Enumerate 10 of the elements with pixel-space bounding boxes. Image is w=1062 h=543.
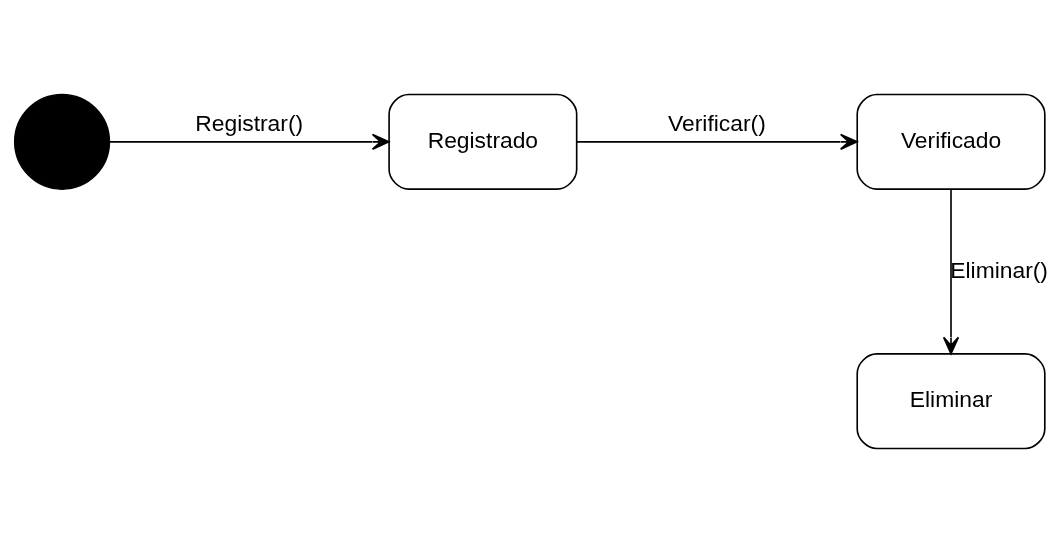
node-box: Registrado (388, 93, 578, 190)
node-circle (13, 93, 111, 190)
arrow (942, 188, 960, 355)
edge-label: Verificar() (668, 109, 766, 136)
edge-label: Registrar() (195, 109, 304, 136)
arrow (576, 133, 858, 150)
node-box: Verificado (856, 93, 1046, 190)
arrow (108, 133, 390, 150)
edge-label: Eliminar() (950, 256, 1048, 283)
node-box: Eliminar (856, 353, 1046, 450)
